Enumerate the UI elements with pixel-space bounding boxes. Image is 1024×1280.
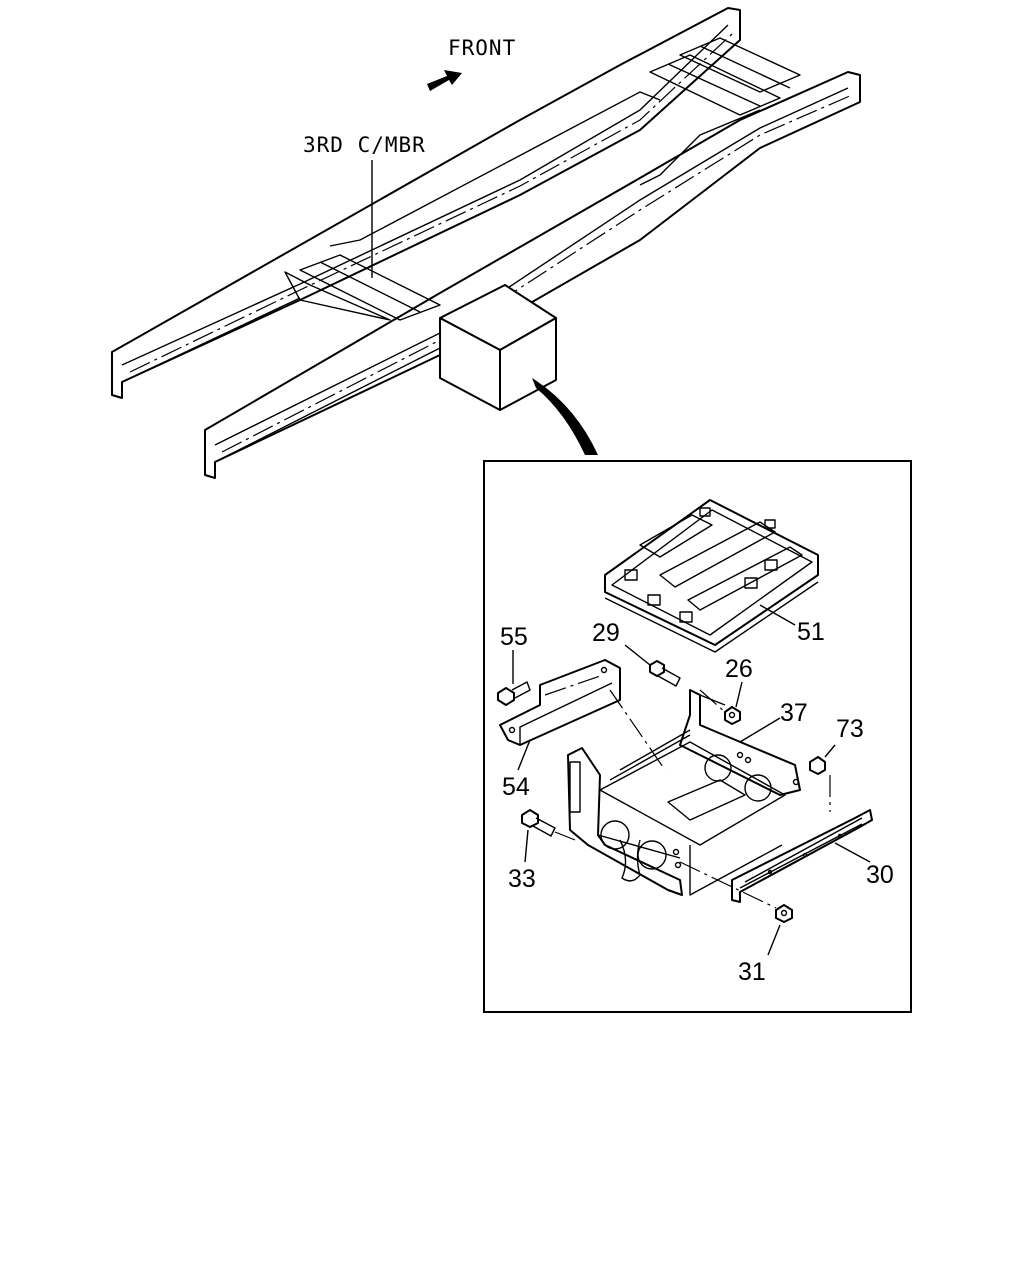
callout-26: 26 [725,655,753,683]
callout-54: 54 [502,773,530,801]
part-30-rail [731,809,873,903]
part-54-bracket [499,659,621,746]
callout-37: 37 [780,699,808,727]
crossmember-label: 3RD C/MBR [303,133,426,157]
part-26-nut [724,706,741,725]
part-33-bolt [521,809,556,837]
leader-29 [624,644,651,666]
callout-30: 30 [866,861,894,889]
location-box [439,284,557,411]
chassis-frame [111,7,861,479]
leader-37 [739,717,781,743]
align-line-1 [609,689,666,771]
part-73-clip [809,756,826,775]
callout-51: 51 [797,618,825,646]
part-51-controller [604,499,819,653]
leader-54 [517,739,531,771]
detail-pointer-arrow [532,378,598,455]
leader-73 [824,744,836,758]
leader-26 [735,681,743,708]
detail-frame [483,460,912,1013]
callout-55: 55 [500,623,528,651]
leader-54-dash [544,675,601,696]
part-31-nut [775,904,793,923]
align-line-33 [554,831,576,841]
leader-31 [767,924,781,956]
align-line-2 [699,689,726,713]
leader-30 [834,842,871,863]
callout-31: 31 [738,958,766,986]
part-55-bolt [497,681,531,706]
callout-33: 33 [508,865,536,893]
part-37-tray [567,689,801,896]
front-arrow-icon [427,70,462,91]
callout-73: 73 [836,715,864,743]
callout-29: 29 [592,619,620,647]
part-29-bolt [649,660,681,687]
leader-51 [759,604,796,626]
leader-33 [524,829,529,863]
align-line-31 [679,861,777,909]
front-label: FRONT [448,36,516,60]
